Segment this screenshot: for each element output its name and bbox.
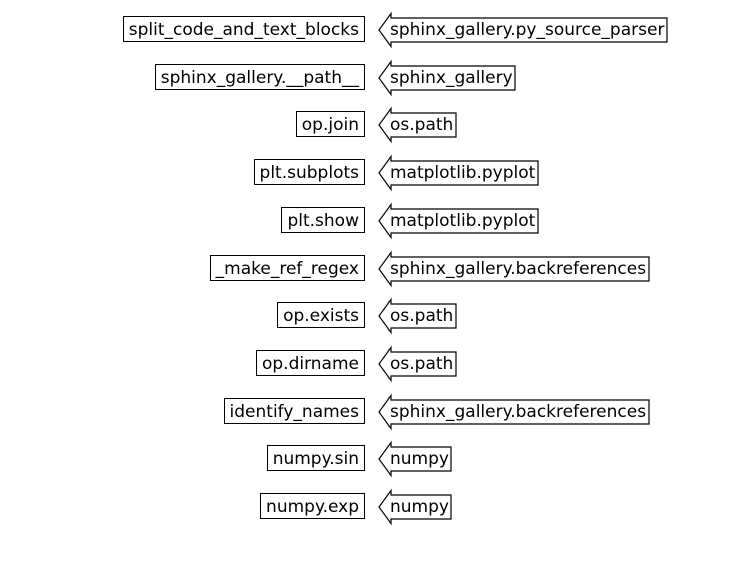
module-label: numpy xyxy=(390,449,449,470)
function-name-box: _make_ref_regex xyxy=(209,254,365,281)
module-label: matplotlib.pyplot xyxy=(390,210,536,231)
function-name-box: numpy.exp xyxy=(260,493,365,519)
module-label: os.path xyxy=(390,353,454,374)
diagram-row: op.join os.path xyxy=(0,107,750,144)
arrow-outline xyxy=(378,59,516,97)
left-arrow-icon xyxy=(378,345,457,383)
diagram-row: sphinx_gallery.__path__ sphinx_gallery xyxy=(0,59,750,97)
diagram-row: identify_names sphinx_gallery.backreferen… xyxy=(0,393,750,430)
function-name-box: sphinx_gallery.__path__ xyxy=(154,63,365,90)
module-label: sphinx_gallery.backreferences xyxy=(390,401,647,422)
left-arrow-icon xyxy=(378,107,457,144)
diagram-row: plt.show matplotlib.pyplot xyxy=(0,202,750,240)
diagram-row: _make_ref_regex sphinx_gallery.backrefere… xyxy=(0,250,750,287)
diagram-row: plt.subplots matplotlib.pyplot xyxy=(0,154,750,192)
left-arrow-icon xyxy=(378,59,516,97)
function-name-box: numpy.sin xyxy=(266,445,365,472)
diagram-row: op.exists os.path xyxy=(0,297,750,335)
diagram-row: numpy.exp numpy xyxy=(0,488,750,526)
module-label: os.path xyxy=(390,306,454,327)
arrow-outline xyxy=(378,488,452,526)
left-arrow-icon xyxy=(378,154,539,192)
module-label: os.path xyxy=(390,115,454,136)
module-label: sphinx_gallery xyxy=(390,67,513,88)
left-arrow-icon xyxy=(378,393,650,430)
left-arrow-icon xyxy=(378,250,650,287)
function-name-box: split_code_and_text_blocks xyxy=(122,16,365,42)
function-name-box: plt.show xyxy=(281,206,365,233)
module-label: sphinx_gallery.py_source_parser xyxy=(390,20,665,40)
function-name-box: op.dirname xyxy=(255,349,365,376)
left-arrow-icon xyxy=(378,11,668,49)
arrow-outline xyxy=(378,202,539,240)
arrow-outline xyxy=(378,11,668,49)
left-arrow-icon xyxy=(378,488,452,526)
function-name-box: plt.subplots xyxy=(253,159,365,186)
left-arrow-icon xyxy=(378,440,452,478)
diagram-row: op.dirname os.path xyxy=(0,345,750,383)
arrow-outline xyxy=(378,107,457,144)
function-name-box: op.join xyxy=(295,111,365,138)
diagram-row: split_code_and_text_blocks sphinx_gallery… xyxy=(0,11,750,49)
arrow-outline xyxy=(378,345,457,383)
left-arrow-icon xyxy=(378,202,539,240)
function-name-box: identify_names xyxy=(223,397,365,424)
arrow-outline xyxy=(378,440,452,478)
function-name-box: op.exists xyxy=(277,302,365,329)
module-label: numpy xyxy=(390,497,449,517)
diagram-row: numpy.sin numpy xyxy=(0,440,750,478)
arrow-outline xyxy=(378,297,457,335)
arrow-outline xyxy=(378,250,650,287)
arrow-outline xyxy=(378,393,650,430)
left-arrow-icon xyxy=(378,297,457,335)
module-label: matplotlib.pyplot xyxy=(390,163,536,184)
module-label: sphinx_gallery.backreferences xyxy=(390,258,647,279)
arrow-outline xyxy=(378,154,539,192)
